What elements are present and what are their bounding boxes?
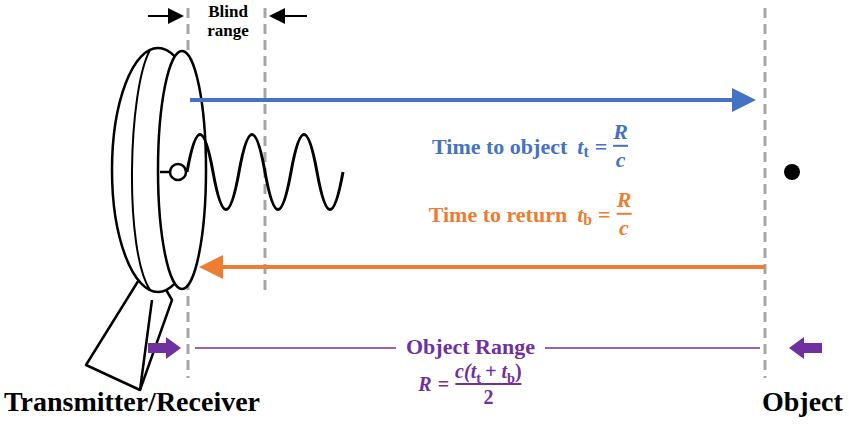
range-symbol: R [617, 187, 632, 212]
formula-term: c(t [455, 360, 476, 382]
object-label: Object [762, 386, 843, 418]
fraction: Rc [617, 188, 632, 240]
object-guide-line [764, 8, 767, 378]
equals-sign: = [598, 201, 611, 226]
range-symbol: R [418, 373, 431, 396]
object-range-heading: Object Range [396, 334, 545, 359]
speed-symbol: c [616, 147, 626, 172]
range-formula: R = c(tt+ tb) 2 [418, 360, 521, 408]
time-subscript: t [476, 370, 481, 386]
blind-range-guide-line [264, 8, 267, 290]
fraction-numerator: c(tt+ tb) [455, 360, 522, 382]
signal-wave [187, 135, 343, 210]
time-symbol: t [577, 201, 583, 226]
outgoing-time-text: Time to object [432, 133, 567, 158]
equals-sign: = [438, 373, 449, 396]
fraction: Rc [613, 120, 628, 172]
return-time-label: Time to return tb =Rc [429, 188, 632, 240]
antenna-feed-arm [160, 171, 170, 174]
equals-sign: = [595, 133, 608, 158]
antenna-dish-rib [132, 50, 150, 290]
fraction-numerator: R [613, 120, 628, 144]
fraction-denominator: c [616, 148, 626, 172]
fraction-bar [617, 213, 632, 215]
transmitter-receiver-label: Transmitter/Receiver [4, 386, 260, 418]
fraction-denominator: 2 [483, 386, 493, 408]
range-pointer [789, 337, 822, 359]
antenna-feed [170, 164, 186, 180]
formula-denominator: 2 [483, 386, 493, 408]
outgoing-time-label: Time to object tt =Rc [432, 120, 628, 172]
time-subscript: t [583, 142, 588, 160]
formula-term: + t [485, 360, 507, 382]
outgoing-arrow [190, 98, 752, 102]
time-subscript: b [583, 210, 592, 228]
formula-term: ) [515, 360, 522, 382]
blind-range-arrow [148, 15, 182, 17]
return-time-text: Time to return [429, 201, 568, 226]
time-subscript: b [507, 370, 515, 386]
blind-range-arrow [271, 15, 307, 17]
time-symbol: t [577, 133, 583, 158]
object-dot [784, 164, 800, 180]
fraction: c(tt+ tb) 2 [455, 360, 522, 408]
range-symbol: R [613, 119, 628, 144]
fraction-bar [613, 145, 628, 147]
speed-symbol: c [619, 215, 629, 240]
fraction-denominator: c [619, 216, 629, 240]
antenna-dish-rim [158, 51, 206, 289]
return-arrow [203, 265, 765, 269]
blind-range-label: Blind range [202, 3, 254, 40]
fraction-numerator: R [617, 188, 632, 212]
range-pointer [148, 337, 181, 359]
